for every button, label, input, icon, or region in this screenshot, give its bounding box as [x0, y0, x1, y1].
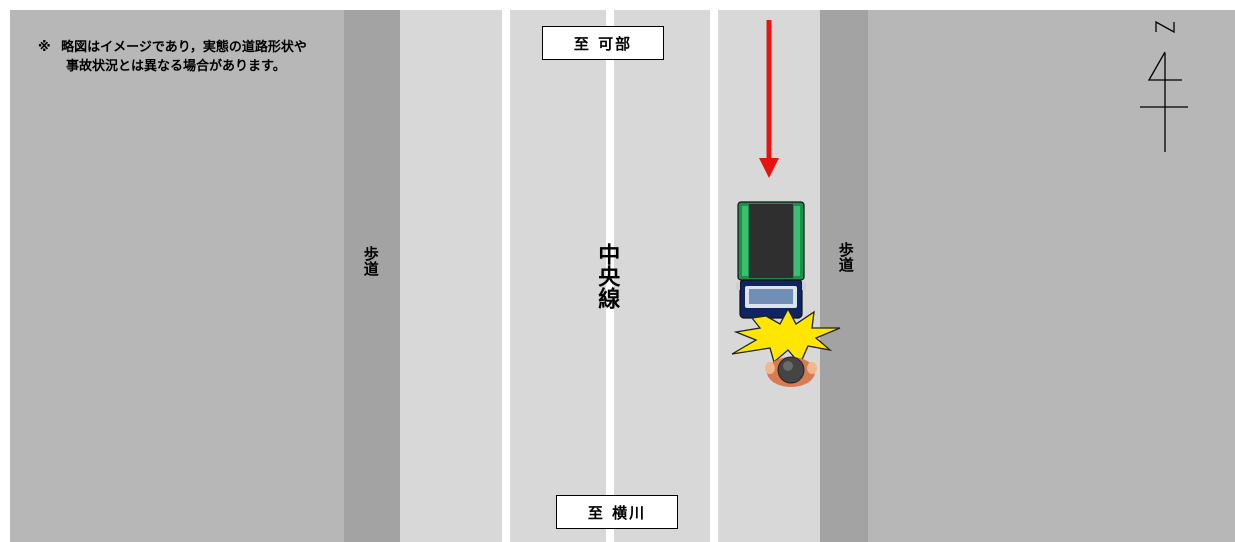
note-line-1: 略図はイメージであり，実態の道路形状や: [61, 40, 307, 55]
pedestrian-icon: [765, 356, 817, 387]
left-sidewalk: [344, 10, 400, 542]
red-down-arrow-icon: [759, 20, 779, 178]
sidewalk-left-label: 歩道: [361, 246, 380, 276]
collision-burst-icon: [731, 307, 841, 366]
note-marker: ※: [38, 40, 51, 55]
center-line-label: 中央線: [594, 243, 620, 309]
left-edge-line: [502, 10, 510, 542]
southbound-lane-right: [614, 10, 710, 542]
note-line-2: 事故状況とは異なる場合があります。: [66, 59, 286, 74]
north-destination-sign: 至 可部: [542, 26, 664, 60]
truck-icon: [736, 201, 806, 319]
south-destination-sign: 至 横川: [556, 495, 678, 529]
left-shoulder: [400, 10, 502, 542]
right-land: [868, 10, 1235, 542]
left-land: [10, 10, 344, 542]
north-arrow-icon: [1140, 20, 1188, 152]
center-line: [606, 10, 614, 542]
right-sidewalk: [820, 10, 868, 542]
southbound-lane-left: [510, 10, 606, 542]
disclaimer-note: ※ 略図はイメージであり，実態の道路形状や 事故状況とは異なる場合があります。: [38, 38, 307, 76]
sidewalk-right-label: 歩道: [836, 242, 855, 272]
right-edge-line: [710, 10, 718, 542]
